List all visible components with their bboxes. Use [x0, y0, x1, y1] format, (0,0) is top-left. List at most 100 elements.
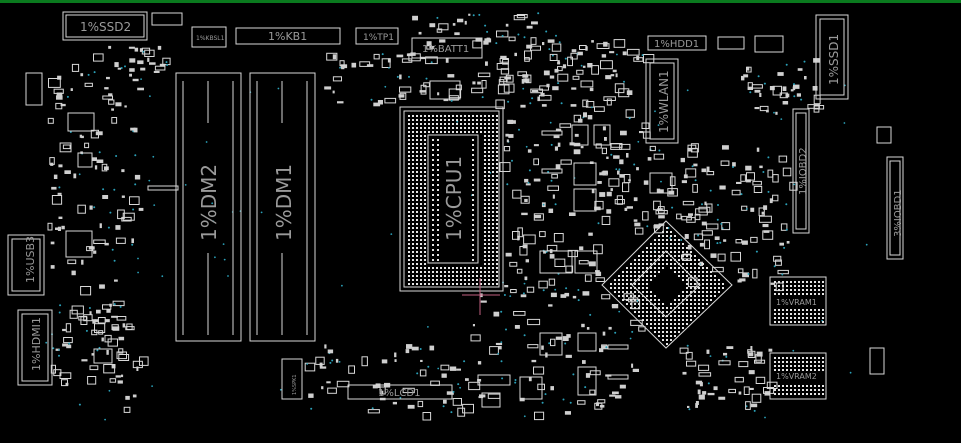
smd-outline: [505, 74, 514, 83]
smd-outline: [94, 323, 106, 334]
cpu-pin: [432, 244, 434, 246]
kb1-connector[interactable]: 1%KB1: [235, 27, 341, 45]
tp1-connector[interactable]: 1%TP1: [355, 27, 399, 45]
hdd1-connector[interactable]: 1%HDD1: [647, 35, 707, 51]
via: [793, 183, 796, 186]
cpu-pin: [444, 267, 446, 269]
via: [616, 53, 618, 56]
gpu-pin: [642, 315, 644, 317]
via: [102, 188, 105, 191]
hdmi1-port[interactable]: 1%HDMI1: [17, 309, 53, 386]
via: [605, 346, 608, 349]
cpu-pin: [488, 263, 490, 265]
via: [98, 346, 101, 349]
lcd1-connector[interactable]: 1%LCD1: [347, 384, 453, 400]
smd-part: [548, 304, 553, 307]
smd-part: [578, 118, 583, 123]
vram-pin: [810, 317, 812, 319]
smd-outline: [49, 157, 55, 165]
gpu-pin: [706, 267, 708, 269]
smd-part: [94, 319, 99, 323]
gpu-pin: [674, 235, 676, 237]
gpu-pin: [654, 311, 656, 313]
via: [555, 34, 557, 37]
wlan1-connector[interactable]: 1%WLAN1: [645, 58, 679, 144]
smd-outline: [549, 53, 558, 62]
smd-part: [613, 155, 620, 159]
left-edge-component: [25, 72, 43, 106]
smd-part: [790, 89, 794, 92]
smd-part: [521, 78, 525, 84]
smd-part: [604, 137, 607, 141]
ssd1-connector[interactable]: 1%SSD1: [815, 14, 849, 100]
vram-pin: [786, 369, 788, 371]
smd-part: [549, 75, 555, 79]
gpu-pin: [650, 243, 652, 245]
gpu-pin: [662, 307, 664, 309]
gpu-pin: [686, 263, 688, 265]
bottom-connector: [477, 374, 511, 408]
cpu-pin: [456, 271, 458, 273]
via: [124, 65, 126, 68]
iobd1-connector[interactable]: 3%IOBD1: [886, 156, 904, 260]
cpu-pin: [456, 119, 458, 121]
speaker-connector[interactable]: 1%SPK1: [281, 358, 303, 400]
cpu-pin: [472, 239, 474, 241]
batt1-connector[interactable]: 1%BATT1: [411, 37, 483, 59]
via: [747, 273, 750, 275]
gpu-pin: [638, 303, 640, 305]
gpu-pin: [670, 247, 672, 249]
via: [111, 248, 114, 251]
via: [843, 122, 846, 124]
gpu-pin: [670, 263, 672, 265]
cpu-pin: [496, 131, 498, 133]
smd-part: [552, 86, 559, 91]
vram1-chip[interactable]: 1%VRAM1: [769, 276, 827, 326]
cpu-pin: [472, 131, 474, 133]
iobd2-connector[interactable]: 1%IOBD2: [792, 108, 810, 234]
cpu1-socket[interactable]: 1%CPU1: [399, 106, 504, 292]
cpu-pin: [420, 191, 422, 193]
smd-outline: [773, 255, 782, 262]
gpu-pin: [666, 335, 668, 337]
smd-part: [633, 219, 638, 222]
smd-part: [599, 348, 604, 353]
smd-outline: [772, 194, 779, 202]
cpu-pin: [448, 271, 450, 273]
smd-part: [754, 107, 760, 110]
gpu-pin: [634, 307, 636, 309]
cpu-pin: [428, 119, 430, 121]
gpu-pin: [682, 323, 684, 325]
smd-part: [754, 89, 761, 93]
vram2-chip[interactable]: 1%VRAM2: [769, 352, 827, 400]
gpu-pin: [682, 251, 684, 253]
smd-outline: [751, 84, 763, 89]
cpu-pin: [436, 127, 438, 129]
vram-pin: [782, 369, 784, 371]
gpu-pin: [666, 231, 668, 233]
smd-part: [509, 120, 516, 124]
smd-part: [112, 326, 120, 331]
kbsl1-connector[interactable]: 1%KBSL1: [191, 26, 227, 48]
usb3-port[interactable]: 1%USB3: [7, 234, 45, 296]
dm2-slot[interactable]: 1%DM2: [175, 72, 242, 342]
smd-part: [564, 292, 570, 297]
ssd2-connector[interactable]: 1%SSD2: [62, 11, 148, 41]
gpu-pin: [662, 235, 664, 237]
cpu-pin: [408, 115, 410, 117]
smd-part: [713, 386, 718, 391]
smd-part: [688, 213, 693, 216]
smd-outline: [425, 56, 438, 65]
cpu-pin: [412, 123, 414, 125]
cpu-pin: [416, 207, 418, 209]
cpu-pin: [436, 283, 438, 285]
dm1-slot[interactable]: 1%DM1: [249, 72, 316, 342]
cpu-pin: [492, 243, 494, 245]
cpu-pin: [496, 119, 498, 121]
gpu-pin: [674, 243, 676, 245]
gpu-bga-package[interactable]: [601, 220, 733, 349]
smd-part: [411, 346, 419, 351]
smd-outline: [551, 173, 558, 179]
cpu-pin: [432, 219, 434, 221]
smd-part: [702, 391, 707, 395]
